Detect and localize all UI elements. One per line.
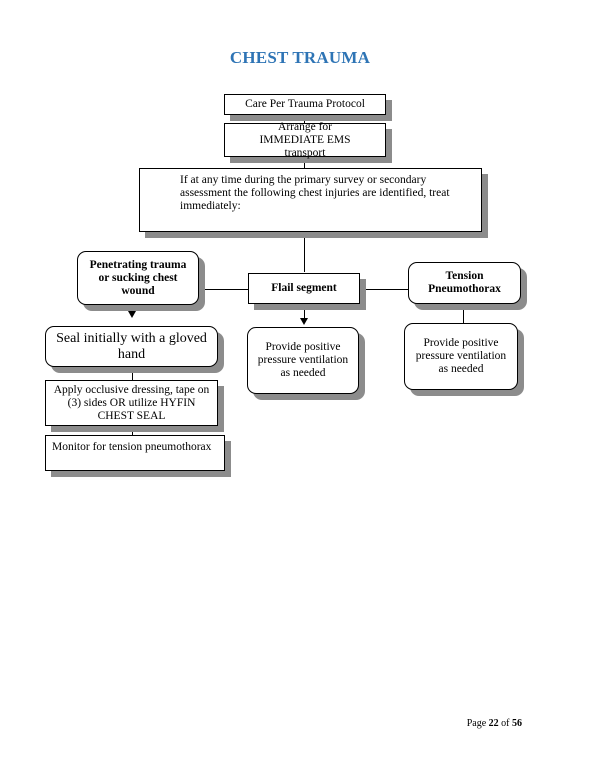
occlusive-dressing-text: Apply occlusive dressing, tape on (3) si… <box>53 383 210 422</box>
arrange-transport-text: Arrange for IMMEDIATE EMS transport <box>259 120 351 159</box>
connector-transport-to-survey <box>304 157 305 168</box>
penetrating-trauma-box: Penetrating trauma or sucking chest woun… <box>77 251 199 305</box>
tension-pneumothorax-text: Tension Pneumothorax <box>428 270 501 295</box>
connector-tension-down <box>463 303 464 323</box>
page-title: CHEST TRAUMA <box>229 48 371 67</box>
care-protocol-text: Care Per Trauma Protocol <box>245 98 365 110</box>
page-number: 22 <box>488 718 499 729</box>
seal-gloved-hand-box: Seal initially with a gloved hand <box>45 326 218 367</box>
penetrating-trauma-text: Penetrating trauma or sucking chest woun… <box>89 258 187 297</box>
care-protocol-box: Care Per Trauma Protocol <box>224 94 386 115</box>
connector-penetrating-down <box>132 304 133 314</box>
arrow-penetrating-to-seal <box>128 311 136 318</box>
flail-ventilation-box: Provide positive pressure ventilation as… <box>247 327 359 394</box>
survey-instruction-box: If at any time during the primary survey… <box>139 168 482 232</box>
connector-to-penetrating <box>195 289 248 290</box>
arrange-transport-box: Arrange for IMMEDIATE EMS transport <box>224 120 386 159</box>
tension-ventilation-box: Provide positive pressure ventilation as… <box>404 323 518 390</box>
seal-gloved-hand-text: Seal initially with a gloved hand <box>56 330 207 362</box>
flail-segment-text: Flail segment <box>271 282 337 294</box>
monitor-tension-box: Monitor for tension pneumothorax <box>45 435 225 471</box>
flail-ventilation-text: Provide positive pressure ventilation as… <box>257 341 349 379</box>
tension-ventilation-text: Provide positive pressure ventilation as… <box>415 337 507 375</box>
flail-segment-box: Flail segment <box>248 273 360 304</box>
of-label: of <box>501 718 510 729</box>
monitor-tension-text: Monitor for tension pneumothorax <box>52 441 212 453</box>
total-pages: 56 <box>512 718 522 729</box>
connector-seal-to-occlusive <box>132 367 133 380</box>
connector-care-to-transport <box>304 114 305 124</box>
connector-occlusive-to-monitor <box>132 425 133 435</box>
tension-pneumothorax-box: Tension Pneumothorax <box>408 262 521 304</box>
page-label: Page <box>466 718 487 729</box>
arrow-flail-to-ventilation <box>300 318 308 325</box>
connector-flail-down <box>304 303 305 320</box>
page-footer: Page 22 of 56 <box>467 718 522 729</box>
survey-instruction-text: If at any time during the primary survey… <box>180 174 450 212</box>
occlusive-dressing-box: Apply occlusive dressing, tape on (3) si… <box>45 380 218 426</box>
connector-survey-down <box>304 231 305 272</box>
